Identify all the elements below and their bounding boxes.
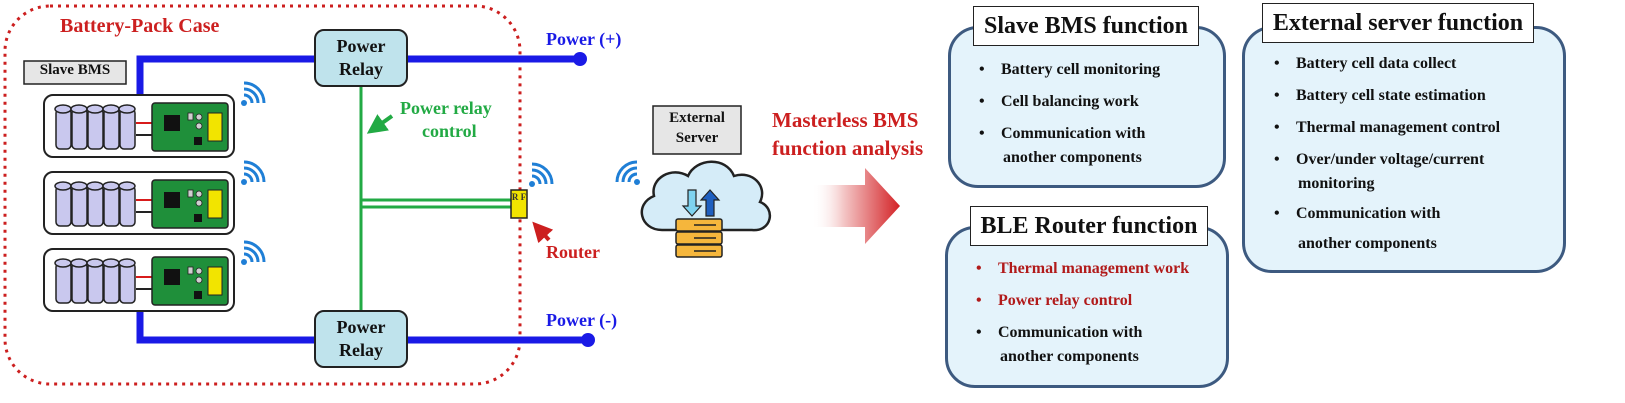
item-text: Battery cell state estimation xyxy=(1296,87,1486,104)
item-text: Power relay control xyxy=(998,292,1133,309)
power-negative-terminal xyxy=(581,333,595,347)
item-text: Thermal management work xyxy=(998,260,1190,277)
list-item: Power relay control xyxy=(972,289,1222,313)
wifi-icon xyxy=(615,160,642,187)
power-relay-top xyxy=(314,29,408,87)
wifi-icon xyxy=(527,162,554,189)
external-server-label-box xyxy=(652,105,742,155)
ble-router xyxy=(510,189,528,219)
item-text: Communication with xyxy=(998,324,1143,341)
item-text-continued: another components xyxy=(1000,348,1139,365)
list-item: Battery cell monitoring xyxy=(975,58,1215,82)
item-text-continued: another components xyxy=(1003,149,1142,166)
item-text-continued: monitoring xyxy=(1298,175,1375,192)
item-text: Communication with xyxy=(1001,125,1146,142)
item-text-continued: another components xyxy=(1298,235,1437,252)
item-text: Communication with xyxy=(1296,205,1441,222)
relay-control-arrow xyxy=(366,114,394,134)
external-server-line1: External xyxy=(669,110,725,126)
router-arrow xyxy=(532,221,554,244)
power-positive-label: Power (+) xyxy=(546,29,622,49)
relay-bottom-line1: Power xyxy=(336,317,386,337)
power-relay-bottom xyxy=(314,310,408,368)
list-item: Over/under voltage/current monitoring xyxy=(1270,148,1555,196)
right-arrow-icon xyxy=(812,168,900,244)
item-text: Thermal management control xyxy=(1296,119,1501,136)
power-wires xyxy=(136,55,592,344)
list-item: Communication with another components xyxy=(972,321,1222,369)
external-server-line2: Server xyxy=(675,130,719,146)
list-item: Communication with another components xyxy=(975,122,1215,170)
wifi-icon xyxy=(239,81,266,108)
list-item: Cell balancing work xyxy=(975,90,1215,114)
router-label: Router xyxy=(546,242,600,262)
item-text: Over/under voltage/current xyxy=(1296,151,1485,168)
item-text: Battery cell monitoring xyxy=(1001,61,1161,78)
slave-bms-module xyxy=(43,171,235,235)
rf-label: R F xyxy=(511,192,527,202)
wifi-icon xyxy=(239,240,266,267)
slave-bms-label: Slave BMS xyxy=(39,62,111,78)
relay-control-label-line2: control xyxy=(422,121,477,141)
power-positive-terminal xyxy=(573,52,587,66)
list-item: Battery cell data collect xyxy=(1270,52,1555,76)
item-text: Battery cell data collect xyxy=(1296,55,1457,72)
list-item: Battery cell state estimation xyxy=(1270,84,1555,108)
slave-bms-label-box xyxy=(23,60,127,85)
upload-download-arrows-icon xyxy=(681,189,721,217)
power-negative-label: Power (-) xyxy=(546,310,618,330)
ble-router-function-title: BLE Router function xyxy=(970,206,1208,246)
external-server-function-title: External server function xyxy=(1262,3,1534,43)
wifi-icon xyxy=(239,160,266,187)
battery-pack-case xyxy=(3,4,522,386)
relay-top-line1: Power xyxy=(336,36,386,56)
external-server-function-list: Battery cell data collect Battery cell s… xyxy=(1270,52,1555,256)
slave-bms-module xyxy=(43,94,235,158)
relay-control-label-line1: Power relay xyxy=(400,98,492,118)
slave-bms-module xyxy=(43,248,235,312)
ble-router-function-list: Thermal management work Power relay cont… xyxy=(972,257,1222,369)
analysis-line1: Masterless BMS xyxy=(772,108,919,132)
item-text: Cell balancing work xyxy=(1001,93,1139,110)
control-wires xyxy=(359,82,515,315)
cloud-server-icon xyxy=(640,160,772,258)
battery-pack-title: Battery-Pack Case xyxy=(60,15,220,37)
relay-bottom-line2: Relay xyxy=(339,340,383,360)
list-item: Thermal management work xyxy=(972,257,1222,281)
list-item: Thermal management control xyxy=(1270,116,1555,140)
relay-top-line2: Relay xyxy=(339,59,383,79)
analysis-line2: function analysis xyxy=(772,136,924,160)
slave-bms-function-title: Slave BMS function xyxy=(973,6,1199,46)
slave-bms-function-list: Battery cell monitoring Cell balancing w… xyxy=(975,58,1215,170)
list-item: Communication with another components xyxy=(1270,202,1555,256)
